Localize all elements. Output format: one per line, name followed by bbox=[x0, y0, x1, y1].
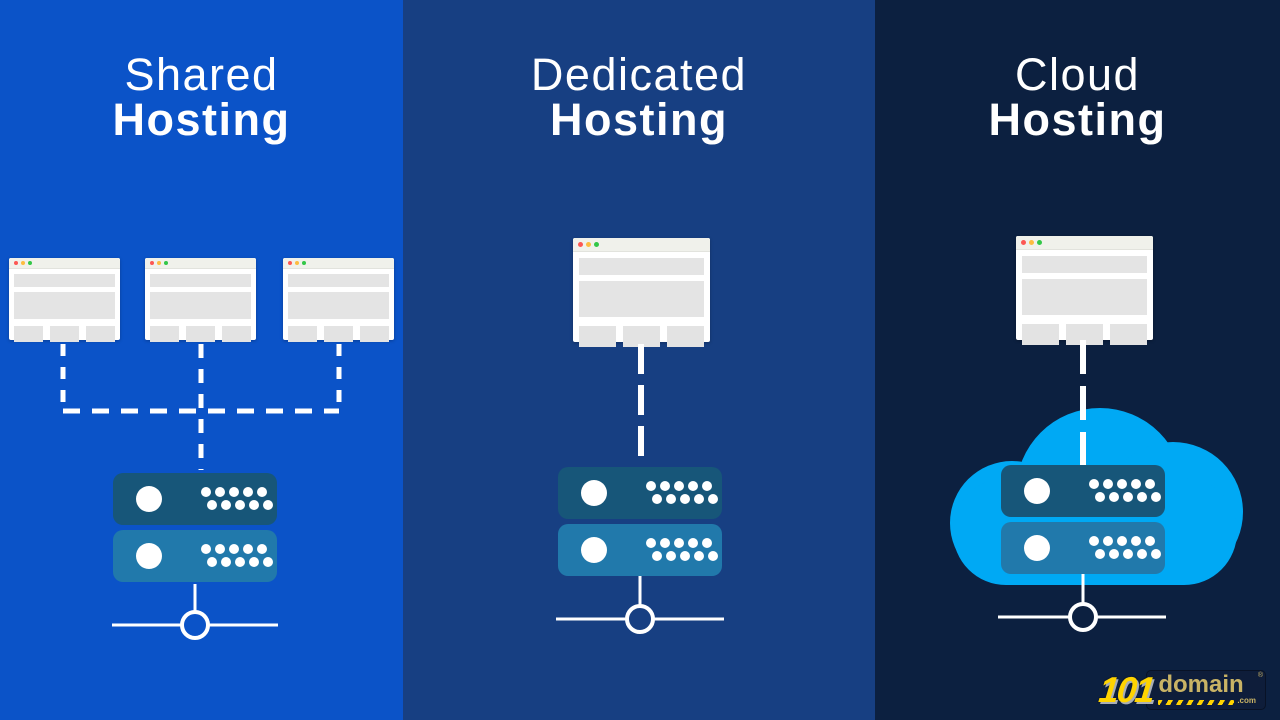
window-zoom-icon bbox=[28, 261, 32, 265]
server-vents-icon bbox=[1089, 536, 1161, 559]
page-hero-block bbox=[579, 281, 704, 317]
browser-titlebar bbox=[1016, 236, 1153, 250]
page-hero-block bbox=[14, 292, 115, 319]
page-tile bbox=[360, 326, 389, 342]
panel-title-line1: Dedicated bbox=[530, 49, 748, 100]
panel-title: Cloud Hosting bbox=[875, 52, 1280, 142]
window-minimize-icon bbox=[586, 242, 591, 247]
window-zoom-icon bbox=[302, 261, 306, 265]
page-tile bbox=[1022, 324, 1059, 345]
server-vents-icon bbox=[646, 538, 718, 561]
page-tile bbox=[667, 326, 704, 347]
window-close-icon bbox=[150, 261, 154, 265]
window-minimize-icon bbox=[295, 261, 299, 265]
server-led-icon bbox=[136, 543, 162, 569]
window-minimize-icon bbox=[21, 261, 25, 265]
server-rack-bottom bbox=[113, 530, 277, 582]
page-tiles bbox=[288, 326, 389, 342]
page-navbar-block bbox=[579, 258, 704, 275]
page-navbar-block bbox=[288, 274, 389, 287]
brand-logo: 101 ® domain .com bbox=[1097, 669, 1266, 710]
hazard-stripes-icon bbox=[1158, 700, 1235, 705]
server-led-icon bbox=[1024, 535, 1050, 561]
page-tile bbox=[623, 326, 660, 347]
page-navbar-block bbox=[150, 274, 251, 287]
panel-title-line2: Hosting bbox=[112, 94, 291, 145]
cloud-icon bbox=[950, 408, 1243, 585]
panel-title-line1: Shared bbox=[124, 49, 279, 100]
server-rack-bottom bbox=[1001, 522, 1165, 574]
browser-window-icon bbox=[573, 238, 710, 347]
server-rack-bottom bbox=[558, 524, 722, 576]
window-zoom-icon bbox=[1037, 240, 1042, 245]
network-node-circle bbox=[625, 604, 655, 634]
server-rack-top bbox=[113, 473, 277, 525]
page-hero-block bbox=[288, 292, 389, 319]
page-tile bbox=[222, 326, 251, 342]
page-tile bbox=[150, 326, 179, 342]
server-led-icon bbox=[581, 480, 607, 506]
browser-window-icon bbox=[145, 258, 256, 342]
browser-titlebar bbox=[145, 258, 256, 269]
server-rack-top bbox=[1001, 465, 1165, 517]
server-vents-icon bbox=[646, 481, 718, 504]
page-tiles bbox=[14, 326, 115, 342]
page-hero-block bbox=[1022, 279, 1147, 315]
window-close-icon bbox=[14, 261, 18, 265]
server-led-icon bbox=[1024, 478, 1050, 504]
server-vents-icon bbox=[201, 487, 273, 510]
panel-title: Shared Hosting bbox=[0, 52, 403, 142]
page-tiles bbox=[150, 326, 251, 342]
page-navbar-block bbox=[1022, 256, 1147, 273]
panel-title: Dedicated Hosting bbox=[403, 52, 875, 142]
page-tile bbox=[324, 326, 353, 342]
window-close-icon bbox=[288, 261, 292, 265]
page-navbar-block bbox=[14, 274, 115, 287]
page-tile bbox=[1110, 324, 1147, 345]
network-node-circle bbox=[180, 610, 210, 640]
browser-titlebar bbox=[573, 238, 710, 252]
page-tile bbox=[579, 326, 616, 347]
page-tile bbox=[288, 326, 317, 342]
browser-window-icon bbox=[1016, 236, 1153, 345]
page-tiles bbox=[1022, 324, 1147, 345]
window-close-icon bbox=[578, 242, 583, 247]
server-led-icon bbox=[581, 537, 607, 563]
page-tile bbox=[50, 326, 79, 342]
page-tiles bbox=[579, 326, 704, 347]
window-close-icon bbox=[1021, 240, 1026, 245]
server-rack-top bbox=[558, 467, 722, 519]
page-tile bbox=[186, 326, 215, 342]
server-vents-icon bbox=[1089, 479, 1161, 502]
logo-101-text: 101 bbox=[1097, 669, 1156, 710]
server-led-icon bbox=[136, 486, 162, 512]
window-minimize-icon bbox=[157, 261, 161, 265]
window-zoom-icon bbox=[594, 242, 599, 247]
page-tile bbox=[86, 326, 115, 342]
logo-hazard-stripes: .com bbox=[1158, 697, 1256, 705]
server-vents-icon bbox=[201, 544, 273, 567]
browser-titlebar bbox=[283, 258, 394, 269]
panel-title-line1: Cloud bbox=[1014, 49, 1141, 100]
window-zoom-icon bbox=[164, 261, 168, 265]
panel-title-line2: Hosting bbox=[550, 94, 728, 145]
browser-window-icon bbox=[9, 258, 120, 342]
window-minimize-icon bbox=[1029, 240, 1034, 245]
panel-title-line2: Hosting bbox=[988, 94, 1167, 145]
panel-dedicated-hosting: Dedicated Hosting bbox=[403, 0, 875, 720]
logo-domain-box: ® domain .com bbox=[1146, 670, 1266, 710]
page-tile bbox=[14, 326, 43, 342]
panel-shared-hosting: Shared Hosting bbox=[0, 0, 403, 720]
logo-domain-text: domain bbox=[1158, 671, 1244, 698]
logo-tld-text: .com bbox=[1237, 696, 1256, 705]
page-tile bbox=[1066, 324, 1103, 345]
registered-mark: ® bbox=[1257, 672, 1263, 679]
page-hero-block bbox=[150, 292, 251, 319]
browser-titlebar bbox=[9, 258, 120, 269]
browser-window-icon bbox=[283, 258, 394, 342]
panel-cloud-hosting: Cloud Hosting bbox=[875, 0, 1280, 720]
